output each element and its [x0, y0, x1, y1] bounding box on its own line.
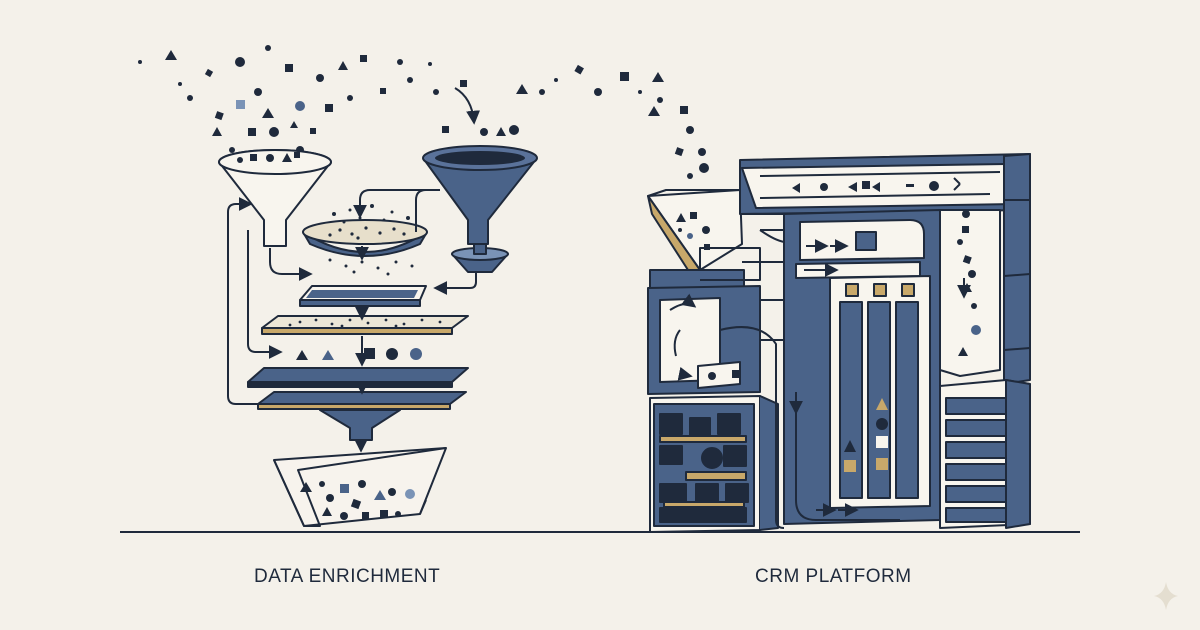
- inner-panel: [829, 275, 931, 509]
- label-data-enrichment: DATA ENRICHMENT: [254, 566, 441, 587]
- server-stack: [939, 379, 1031, 529]
- sprinkle-particles: [332, 204, 410, 224]
- label-crm-platform: CRM PLATFORM: [755, 566, 912, 587]
- data-enrichment-machine: [138, 45, 709, 527]
- data-stream-arc: [433, 64, 709, 179]
- funnel-right: [422, 145, 538, 245]
- left-pipes: [699, 213, 785, 520]
- glass-container: [273, 447, 447, 527]
- collector-bowl: [451, 243, 509, 273]
- processing-plates: [247, 367, 469, 410]
- sorted-shapes-row: [296, 348, 422, 360]
- outer-pipe-right: [1003, 199, 1031, 351]
- conveyor-right: [939, 209, 1001, 377]
- sprinkle-below-sieve: [328, 258, 414, 276]
- feedback-loops: [227, 189, 477, 405]
- arrow-into-funnel-right: [454, 87, 481, 125]
- funnel-left: [218, 149, 332, 247]
- sparkle-icon: [1154, 582, 1178, 610]
- dotted-filter-sheet: [261, 315, 469, 335]
- crm-left-block: [647, 285, 784, 395]
- filter-tray: [299, 285, 427, 307]
- output-spout: [319, 409, 401, 453]
- input-hopper: [647, 189, 745, 289]
- particles-over-funnel: [442, 125, 519, 136]
- storage-rack: [649, 395, 779, 533]
- crm-platform-machine: [647, 153, 1031, 533]
- bottom-pipe: [775, 392, 900, 529]
- data-particles-left: [138, 45, 432, 157]
- conveyor-top: [759, 171, 1001, 199]
- sieve-bowl: [302, 219, 428, 257]
